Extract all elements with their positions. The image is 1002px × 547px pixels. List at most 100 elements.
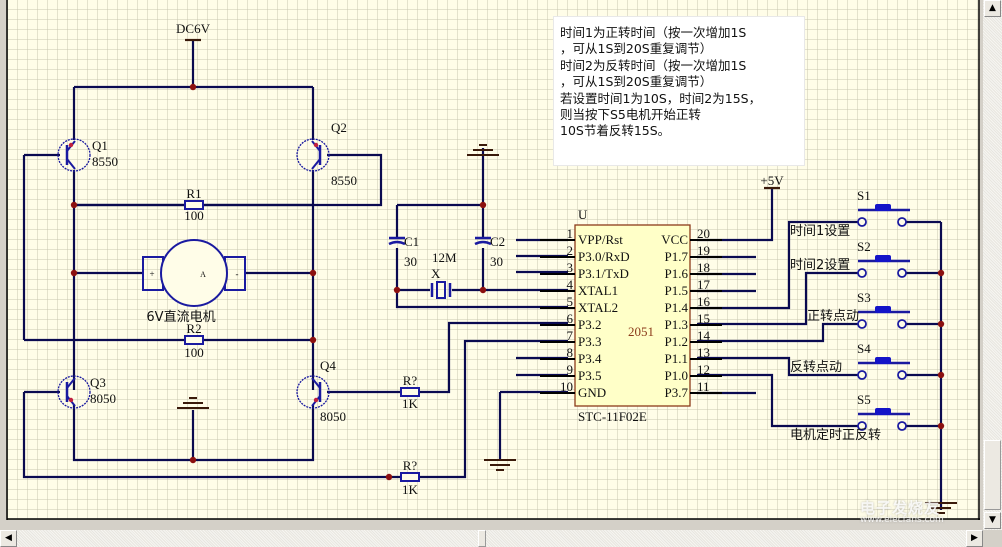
switch-contact <box>857 217 867 227</box>
junction-dot <box>937 422 945 430</box>
mcu-body <box>574 224 691 407</box>
switch-button <box>875 255 891 262</box>
transistor-q3 <box>57 375 91 409</box>
junction-dot <box>393 286 401 294</box>
transistor-lead <box>311 158 321 170</box>
mcu-pin-number: 14 <box>697 328 711 343</box>
resistor-r2 <box>184 335 204 345</box>
mcu-pin-name: VCC <box>661 232 688 247</box>
switch-contact <box>857 421 867 431</box>
transistor-lead <box>311 377 321 389</box>
mcu-pin-name: P3.2 <box>578 317 601 332</box>
mcu-pin-name: P1.5 <box>665 283 688 298</box>
crystal-value: 12M <box>432 250 457 265</box>
horizontal-scroll-thumb[interactable] <box>478 530 486 547</box>
note-line: 10S节着反转15S。 <box>560 123 671 139</box>
rq4-ref: R? <box>403 373 418 388</box>
mcu-pin-name: GND <box>578 385 606 400</box>
note-line: 则当按下S5电机开始正转 <box>560 107 701 123</box>
mcu-pin-name: P1.0 <box>665 368 688 383</box>
scroll-down-button[interactable]: ▼ <box>984 512 1001 529</box>
mcu-pin-number: 13 <box>697 345 710 360</box>
mcu-pin-name: XTAL1 <box>578 283 618 298</box>
ground-symbol-mcu <box>484 459 516 471</box>
junction-dot <box>309 336 317 344</box>
switch-contact <box>857 268 867 278</box>
r1-ref: R1 <box>186 186 201 201</box>
switch-button <box>875 204 891 211</box>
switch-contact <box>857 370 867 380</box>
wire <box>697 373 858 428</box>
horizontal-scrollbar[interactable]: ◀ ▶ <box>0 530 983 547</box>
rq4-value: 1K <box>402 396 419 411</box>
scrollbar-corner <box>983 530 1002 547</box>
scroll-right-button[interactable]: ▶ <box>966 530 983 547</box>
junction-dot <box>309 269 317 277</box>
transistor-lead <box>66 158 76 170</box>
mcu-ref: U <box>578 207 588 222</box>
mcu-pin-number: 15 <box>697 311 710 326</box>
mcu-pin-number: 16 <box>697 294 711 309</box>
transistor-body <box>296 375 330 409</box>
switch-ref: S4 <box>857 341 871 356</box>
switch-ref: S3 <box>857 290 871 305</box>
switch-contact <box>857 319 867 329</box>
mcu-pin-number: 20 <box>697 226 710 241</box>
q4-ref: Q4 <box>320 358 336 373</box>
c2-value: 30 <box>490 254 503 269</box>
mcu-pin-name: P1.4 <box>665 300 689 315</box>
ground-symbol-crystal <box>467 144 499 156</box>
motor-body <box>160 239 228 307</box>
switch-label: 时间1设置 <box>790 224 850 239</box>
q3-ref: Q3 <box>90 375 106 390</box>
mcu-pin-number: 12 <box>697 362 710 377</box>
junction-dot <box>479 201 487 209</box>
emitter-arrow <box>68 142 74 148</box>
mcu-pin-name: P1.2 <box>665 334 688 349</box>
switch-ref: S5 <box>857 392 871 407</box>
switch-s1 <box>857 204 910 227</box>
mcu-pin-number: 3 <box>567 260 574 275</box>
vertical-scroll-thumb[interactable] <box>984 440 1001 510</box>
rq3-ref: R? <box>403 458 418 473</box>
crystal-ref: X <box>431 266 441 281</box>
mcu-pin-number: 9 <box>567 362 574 377</box>
switch-label: 反转点动 <box>790 360 842 375</box>
switch-s3 <box>857 306 910 329</box>
wire <box>697 271 858 326</box>
note-line: ，可从1S到20S重复调节） <box>560 74 713 90</box>
motor-symbol: A <box>200 270 206 279</box>
switch-s5 <box>857 408 910 431</box>
q4-part: 8050 <box>320 409 346 424</box>
components <box>57 38 957 514</box>
c1-value: 30 <box>404 254 417 269</box>
resistor-r1 <box>184 200 204 210</box>
note-line: 时间1为正转时间（按一次增加1S <box>560 25 747 40</box>
arrow-up-icon: ▲ <box>989 3 996 13</box>
switch-contact <box>897 370 907 380</box>
switch-contact <box>897 217 907 227</box>
scroll-up-button[interactable]: ▲ <box>984 0 1001 17</box>
mcu-pin-number: 1 <box>567 226 574 241</box>
wire <box>697 356 858 377</box>
description-note: 时间1为正转时间（按一次增加1S ，可从1S到20S重复调节） 时间2为反转时间… <box>553 16 805 166</box>
junction-dot <box>70 269 78 277</box>
switch-label: 时间2设置 <box>790 258 850 273</box>
r2-ref: R2 <box>186 321 201 336</box>
switch-contact <box>897 421 907 431</box>
mcu-pin-name: P3.0/RxD <box>578 249 630 264</box>
ground-symbol-switches <box>925 502 957 514</box>
q2-ref: Q2 <box>331 120 347 135</box>
motor-label: 6V直流电机 <box>146 310 215 325</box>
switch-label: 电机定时正反转 <box>790 428 881 443</box>
junction-dot <box>70 201 78 209</box>
junction-dot <box>937 269 945 277</box>
rq3-value: 1K <box>402 482 419 497</box>
junction-dot <box>385 473 393 481</box>
crystal-body <box>436 281 446 299</box>
mcu-pin-number: 10 <box>560 379 573 394</box>
vertical-scrollbar[interactable]: ▲ ▼ <box>983 0 1002 530</box>
scroll-left-button[interactable]: ◀ <box>0 530 17 547</box>
switch-ref: S2 <box>857 239 871 254</box>
